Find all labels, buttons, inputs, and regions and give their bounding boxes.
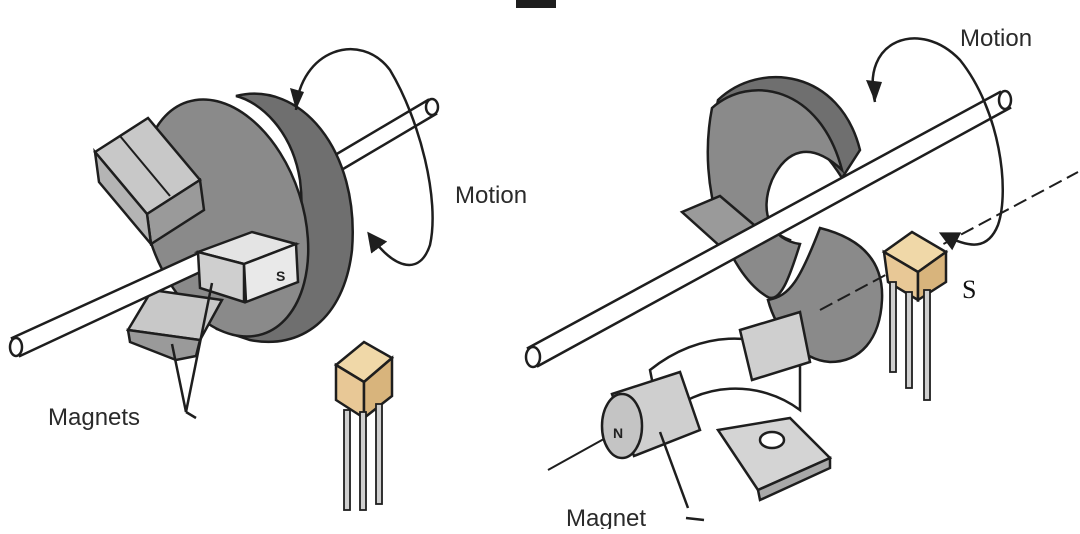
right-motion-arrow: [871, 37, 1004, 251]
left-disk-rim: [215, 92, 354, 344]
left-magnet-lower: [125, 288, 224, 362]
magnet-pointer-tail: [685, 516, 705, 522]
cropped-title-fragment: [516, 0, 556, 8]
right-hall-sensor: [881, 230, 949, 401]
left-pole-label-s: S: [276, 268, 285, 284]
left-motion-arrow: [294, 47, 434, 266]
left-figure: S Magnets Motion: [8, 47, 527, 511]
magnets-label: Magnets: [48, 404, 140, 431]
right-motion-label: Motion: [960, 25, 1032, 52]
left-magnets-pointers: [170, 282, 214, 420]
left-hall-sensor: [333, 340, 395, 511]
magnet-label: Magnet: [566, 505, 646, 529]
right-magnet-bracket: [648, 310, 833, 502]
right-figure: N Magnet Motion S: [524, 25, 1079, 532]
right-motion-arrowhead-icon: [866, 80, 882, 102]
left-shaft-back: [328, 97, 440, 174]
right-pole-label-s: S: [962, 275, 976, 304]
magnet-pointer: [658, 431, 690, 509]
left-motion-arrowhead-icon: [290, 88, 304, 110]
right-magnet-n: N: [600, 370, 702, 460]
left-magnet-upper: [93, 116, 206, 249]
right-shaft: [524, 89, 1013, 369]
right-axis-line: [819, 171, 1079, 311]
right-pole-label-n: N: [613, 425, 623, 441]
left-motion-label: Motion: [455, 182, 527, 209]
